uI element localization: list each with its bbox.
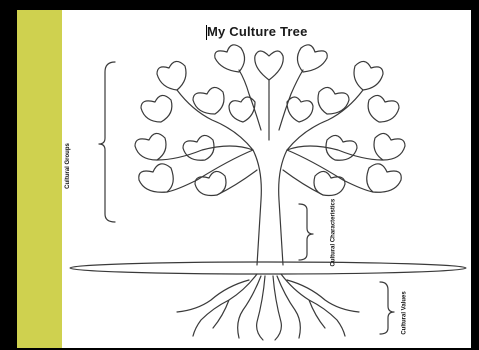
tree-trunk — [253, 150, 287, 265]
cultural-values-label: Cultural Values — [402, 291, 408, 334]
values-bracket — [380, 282, 394, 334]
tree-branches — [157, 70, 383, 195]
groups-bracket — [99, 62, 115, 222]
characteristics-bracket — [299, 204, 313, 260]
worksheet-page: My Culture Tree — [17, 10, 471, 348]
tree-roots — [177, 274, 359, 340]
ground-line — [70, 262, 466, 274]
tree-leaves — [135, 45, 405, 196]
cultural-characteristics-label: Cultural Characteristics — [331, 207, 338, 267]
cultural-groups-label: Cultural Groups — [65, 143, 71, 189]
